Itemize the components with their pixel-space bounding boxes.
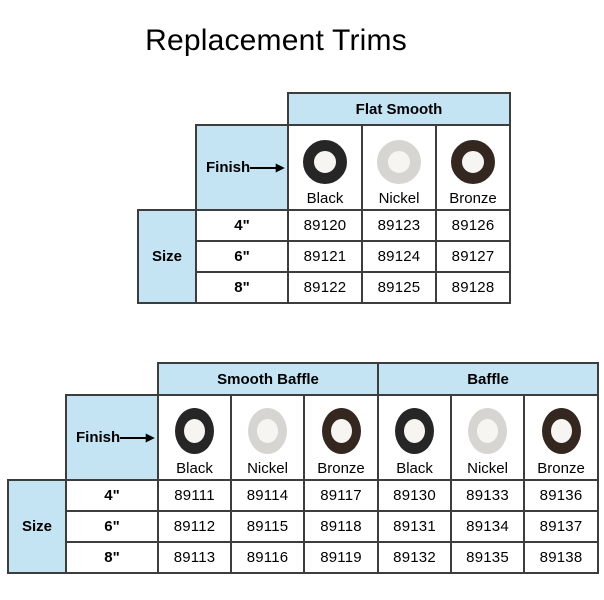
finish-swatch-cell-nickel: Nickel (230, 394, 305, 481)
nickel-ring-icon (377, 140, 421, 184)
part-number-cell: 89138 (523, 541, 600, 574)
part-number-cell: 89128 (434, 271, 512, 304)
part-number-cell: 89118 (302, 510, 380, 543)
group-header-smooth-baffle: Smooth Baffle (156, 362, 380, 396)
nickel-ring-icon (248, 408, 287, 454)
spacer-cell (138, 125, 196, 210)
part-number-cell: 89121 (287, 240, 363, 273)
size-header-cell: Size (7, 479, 67, 574)
finish-name: Black (306, 190, 344, 207)
part-number-cell: 89124 (361, 240, 437, 273)
page-title: Replacement Trims (145, 24, 407, 57)
spacer-cell (8, 363, 66, 395)
part-number-cell: 89131 (377, 510, 453, 543)
finish-swatch-cell-nickel: Nickel (450, 394, 526, 481)
bronze-ring-icon (541, 408, 581, 454)
size-value-cell: 8" (65, 541, 159, 574)
finish-name: Bronze (449, 190, 497, 207)
finish-name: Nickel (378, 190, 420, 207)
finish-label-cell: Finish (65, 394, 159, 481)
part-number-cell: 89135 (450, 541, 526, 574)
part-number-cell: 89115 (230, 510, 305, 543)
black-ring-icon (395, 408, 435, 454)
finish-label: Finish (206, 159, 251, 176)
spacer-cell (196, 93, 288, 125)
finish-name: Bronze (317, 460, 365, 477)
black-ring-icon (303, 140, 347, 184)
black-ring-icon (175, 408, 214, 454)
bronze-ring-icon (321, 408, 361, 454)
part-number-cell: 89116 (230, 541, 305, 574)
spacer-cell (8, 395, 66, 480)
finish-swatch-cell-black: Black (157, 394, 232, 481)
size-value-cell: 4" (65, 479, 159, 512)
part-number-cell: 89114 (230, 479, 305, 512)
bronze-ring-icon (451, 140, 496, 184)
finish-swatch-cell-black: Black (377, 394, 453, 481)
size-header-cell: Size (137, 209, 197, 304)
group-header-flat-smooth: Flat Smooth (286, 92, 512, 126)
part-number-cell: 89134 (450, 510, 526, 543)
nickel-ring-icon (468, 408, 508, 454)
right-arrow-icon (250, 162, 285, 173)
baffle-table: Smooth Baffle Baffle Finish Black Nickel (7, 362, 600, 574)
finish-name: Bronze (537, 460, 585, 477)
part-number-cell: 89120 (287, 209, 363, 242)
part-number-cell: 89122 (287, 271, 363, 304)
part-number-cell: 89125 (361, 271, 437, 304)
part-number-cell: 89112 (157, 510, 232, 543)
finish-label: Finish (76, 429, 121, 446)
finish-swatch-cell-bronze: Bronze (434, 124, 512, 211)
finish-swatch-cell-bronze: Bronze (523, 394, 600, 481)
part-number-cell: 89137 (523, 510, 600, 543)
part-number-cell: 89130 (377, 479, 453, 512)
finish-name: Nickel (247, 460, 288, 477)
finish-name: Nickel (467, 460, 508, 477)
size-value-cell: 6" (195, 240, 289, 273)
finish-swatch-cell-nickel: Nickel (361, 124, 437, 211)
finish-swatch-cell-bronze: Bronze (302, 394, 380, 481)
part-number-cell: 89133 (450, 479, 526, 512)
group-header-baffle: Baffle (377, 362, 600, 396)
right-arrow-icon (120, 432, 155, 443)
part-number-cell: 89127 (434, 240, 512, 273)
spacer-cell (138, 93, 196, 125)
part-number-cell: 89119 (302, 541, 380, 574)
part-number-cell: 89113 (157, 541, 232, 574)
spacer-cell (66, 363, 158, 395)
finish-label-cell: Finish (195, 124, 289, 211)
part-number-cell: 89111 (157, 479, 232, 512)
finish-swatch-cell-black: Black (287, 124, 363, 211)
flat-smooth-table: Flat Smooth Finish Black Nickel (137, 92, 512, 304)
size-value-cell: 4" (195, 209, 289, 242)
size-value-cell: 8" (195, 271, 289, 304)
size-value-cell: 6" (65, 510, 159, 543)
part-number-cell: 89117 (302, 479, 380, 512)
finish-name: Black (176, 460, 213, 477)
part-number-cell: 89136 (523, 479, 600, 512)
part-number-cell: 89126 (434, 209, 512, 242)
part-number-cell: 89123 (361, 209, 437, 242)
finish-name: Black (396, 460, 433, 477)
part-number-cell: 89132 (377, 541, 453, 574)
